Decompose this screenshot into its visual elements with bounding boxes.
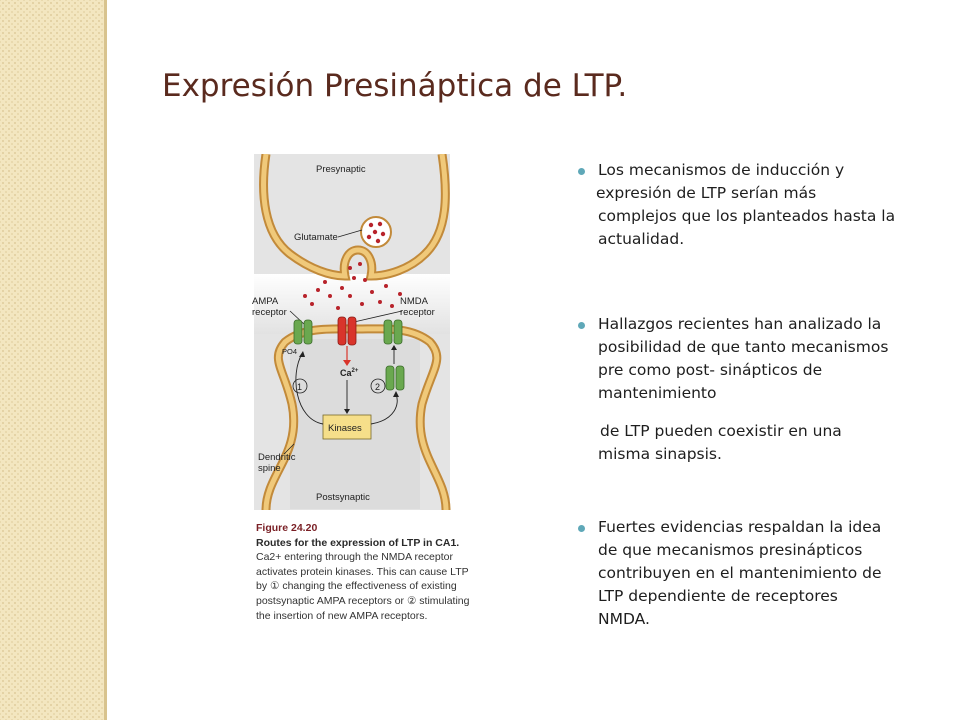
label-po4: PO4 [282,347,297,356]
label-nmda-line1: NMDA [400,296,429,307]
nmda-pointer [353,310,403,323]
label-glutamate: Glutamate [294,232,338,243]
bullet-text: Los mecanismos de inducción y [598,161,845,179]
kinases-box [322,414,372,440]
bullet-text: Fuertes evidencias respaldan la idea [598,518,882,536]
bullet-line: posibilidad de que tanto mecanismos [598,338,889,356]
ampa-receptor-inserted [385,365,405,391]
bullet-marker [578,525,585,532]
route-1-marker [292,378,308,394]
bullet-continuation: complejos que los planteados hasta la [598,207,896,225]
released-glutamate [303,262,402,310]
bullet-item-2: Hallazgos recientes han analizado la pos… [578,313,938,466]
bullet-text: Hallazgos recientes han analizado la [598,315,882,333]
bullet-line: NMDA. [598,610,650,628]
label-nmda-line2: receptor [400,307,435,318]
spine-pointer [283,443,295,455]
decorative-side-strip [0,0,104,720]
bullet-line: de que mecanismos presinápticos [598,541,863,559]
label-postsynaptic: Postsynaptic [316,492,370,503]
bullet-item-3: Fuertes evidencias respaldan la idea de … [578,516,938,631]
bullet-line: contribuyen en el mantenimiento de [598,564,882,582]
label-dendritic-line2: spine [258,463,281,474]
nmda-receptor [337,316,357,346]
route-1-arrow [295,353,324,425]
bullet-continuation: misma sinapsis. [598,445,722,463]
label-ampa-line1: AMPA [252,296,279,307]
vesicle-glutamate-dots [366,221,386,244]
figure-caption-body: Ca2+ entering through the NMDA receptor … [256,551,470,622]
bullet-line: pre como post- sinápticos de [598,361,823,379]
side-strip-border [104,0,107,720]
figure-caption: Figure 24.20 Routes for the expression o… [256,521,476,623]
label-dendritic-line1: Dendritic [258,452,296,463]
synapse-diagram: Presynaptic Glutamate AMPA receptor NMDA… [252,154,451,511]
bullet-line: mantenimiento [598,384,717,402]
slide-title: Expresión Presináptica de LTP. [162,68,628,104]
bullet-continuation: actualidad. [598,230,685,248]
ampa-receptor-right [383,319,403,345]
ampa-receptor-existing [293,319,313,345]
bullet-marker [578,168,585,175]
figure-number: Figure 24.20 [256,522,318,534]
figure-caption-title: Routes for the expression of LTP in CA1. [256,536,460,549]
route-2-marker [370,378,386,394]
bullet-line: LTP dependiente de receptores [598,587,838,605]
label-presynaptic: Presynaptic [316,164,366,175]
bullet-marker [578,322,585,329]
label-kinases: Kinases [328,423,362,434]
label-route-1: 1 [297,382,302,392]
bullet-continuation: de LTP pueden coexistir en una [600,422,842,440]
label-calcium: Ca2+ [340,368,359,378]
label-ampa-line2: receptor [252,307,287,318]
bullet-continuation: expresión de LTP serían más [596,184,817,202]
label-route-2: 2 [375,382,380,392]
bullet-item-1: Los mecanismos de inducción y expresión … [578,159,938,251]
glutamate-pointer [337,229,363,238]
